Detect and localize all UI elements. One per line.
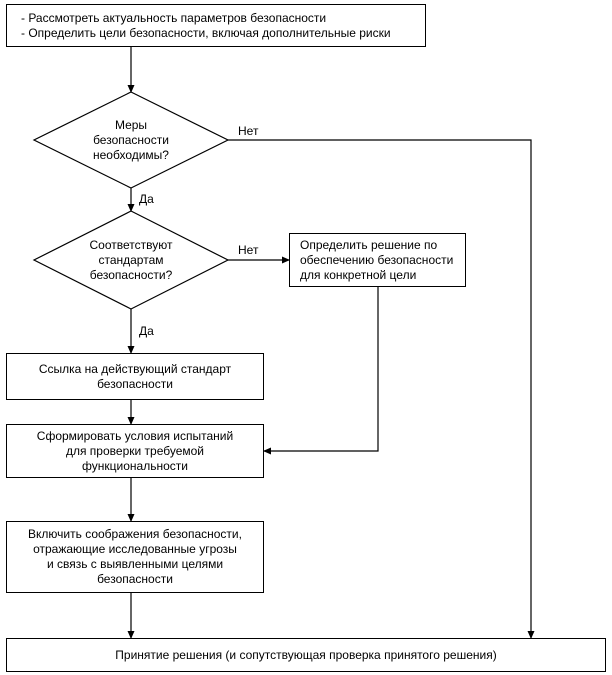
decision-1-no-label: Нет <box>238 124 259 138</box>
decision-2-line-1: Соответствуют <box>89 237 173 252</box>
decision-2-no-label: Нет <box>238 243 259 257</box>
arrow-specific-to-test <box>263 287 379 455</box>
decision-1-line-1: Меры <box>114 117 148 132</box>
test-conditions-box: Сформировать условия испытаний для прове… <box>6 424 264 478</box>
final-decision-box: Принятие решения (и сопутствующая провер… <box>6 638 606 672</box>
considerations-line-1: Включить соображения безопасности, <box>28 527 242 541</box>
standard-reference-line-2: безопасности <box>97 376 173 391</box>
decision-1-yes-label: Да <box>139 192 154 206</box>
test-conditions-line-1: Сформировать условия испытаний <box>36 428 234 443</box>
standard-reference-line-1: Ссылка на действующий стандарт <box>38 361 232 376</box>
start-box-line-2: - Определить цели безопасности, включая … <box>21 25 391 40</box>
arrow-decision-1-no <box>228 139 535 639</box>
decision-1-text: Меры безопасности необходимы? <box>61 110 201 170</box>
specific-decision-line-3: для конкретной цели <box>300 267 417 282</box>
decision-1-line-2: безопасности <box>93 132 169 147</box>
considerations-line-3: и связь с выявленными целями <box>46 557 224 571</box>
start-box-line-1: - Рассмотреть актуальность параметров бе… <box>21 10 327 25</box>
standard-reference-box: Ссылка на действующий стандарт безопасно… <box>6 353 264 400</box>
decision-2-yes-label: Да <box>139 324 154 338</box>
decision-2-line-3: безопасности? <box>89 267 173 282</box>
considerations-line-4: безопасности <box>97 572 173 586</box>
specific-decision-line-1: Определить решение по <box>300 237 438 252</box>
final-decision-label: Принятие решения (и сопутствующая провер… <box>115 647 497 662</box>
start-box: - Рассмотреть актуальность параметров бе… <box>6 4 426 47</box>
decision-2-line-2: стандартам <box>98 252 164 267</box>
test-conditions-line-3: функциональности <box>82 458 188 473</box>
decision-1-line-3: необходимы? <box>93 147 169 162</box>
considerations-box: Включить соображения безопасности, отраж… <box>6 521 264 593</box>
specific-decision-box: Определить решение по обеспечению безопа… <box>289 233 466 287</box>
decision-2-text: Соответствуют стандартам безопасности? <box>61 230 201 290</box>
considerations-line-2: отражающие исследованные угрозы <box>33 542 237 556</box>
test-conditions-line-2: для проверки требуемой <box>65 443 205 458</box>
specific-decision-line-2: обеспечению безопасности <box>300 252 454 267</box>
